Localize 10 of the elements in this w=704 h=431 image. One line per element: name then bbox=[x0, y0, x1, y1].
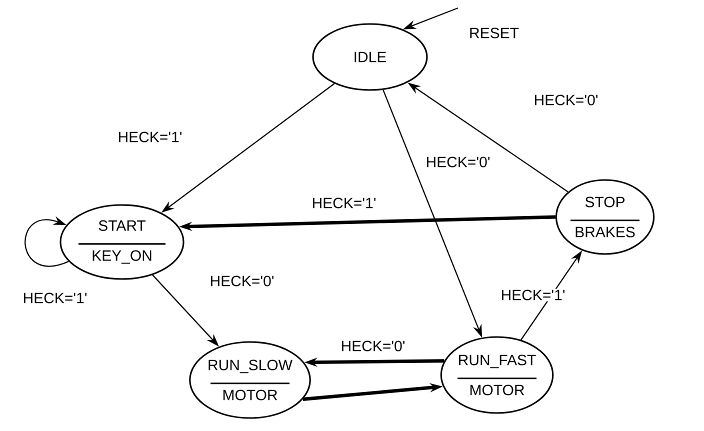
edge-label: HECK='1' bbox=[310, 196, 378, 210]
edge-label: HECK='0' bbox=[532, 94, 600, 106]
edge-label: HECK='0' bbox=[208, 274, 276, 288]
arrow bbox=[24, 216, 69, 267]
edge-label: HECK='1' bbox=[116, 130, 184, 144]
edge-label: RESET bbox=[468, 26, 520, 40]
edge-label: HECK='1' bbox=[500, 288, 566, 302]
edge-label: HECK='1' bbox=[22, 292, 88, 304]
edge-label: HECK='0' bbox=[340, 340, 406, 352]
edge-label: HECK='0' bbox=[424, 156, 492, 168]
